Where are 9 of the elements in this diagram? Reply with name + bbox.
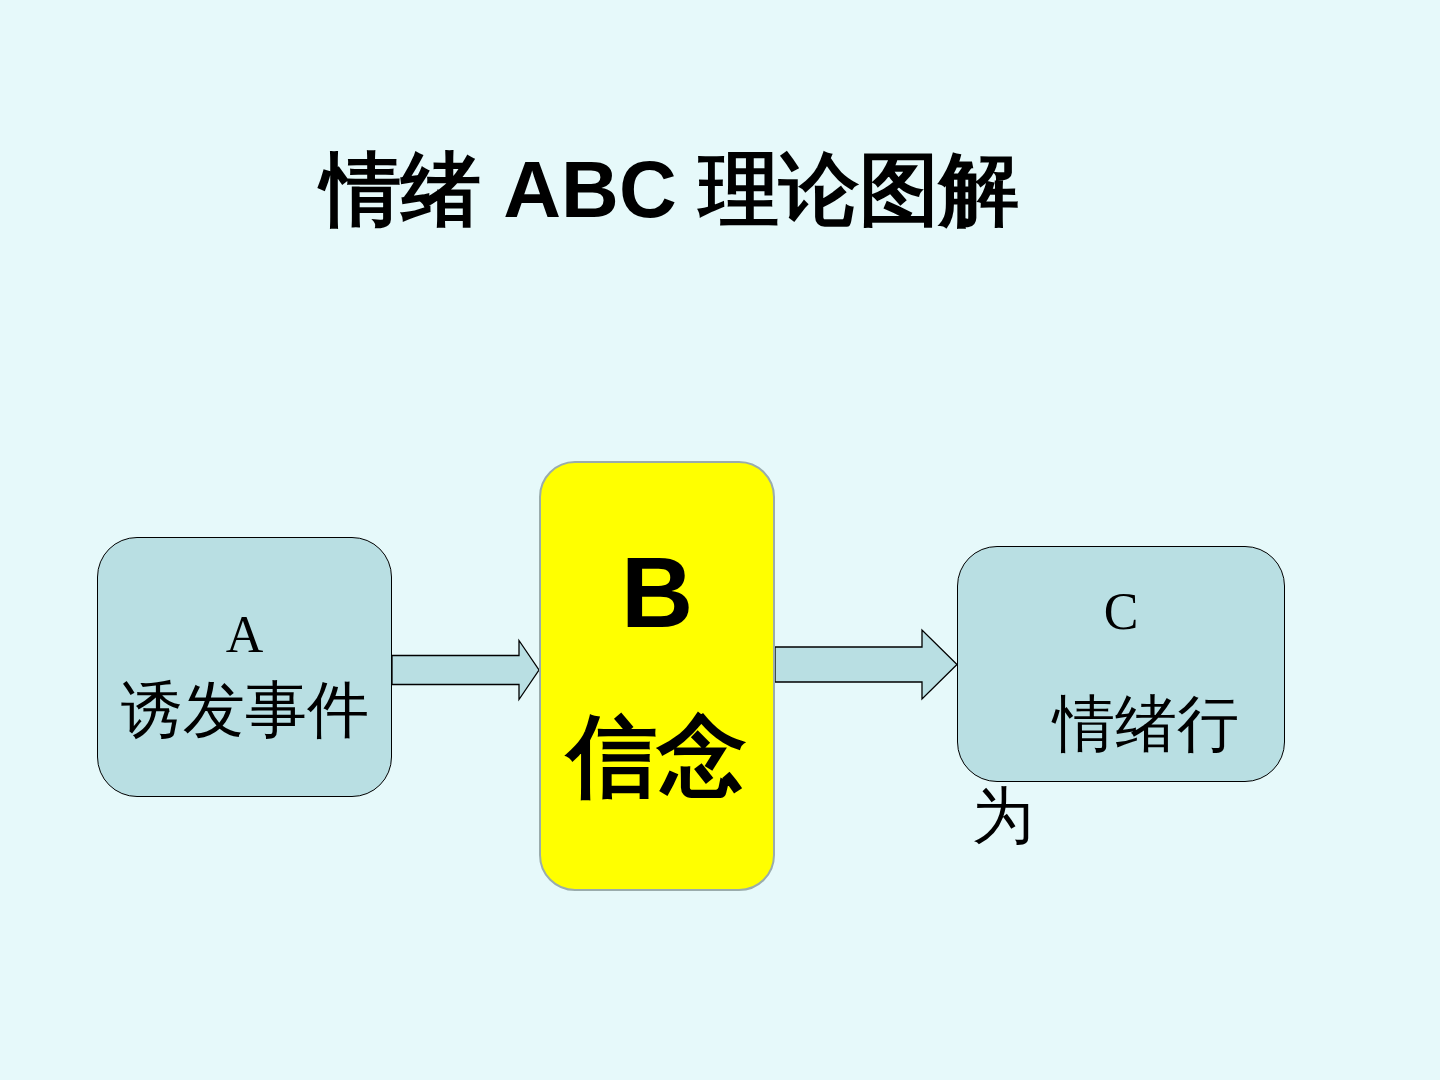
box-letter: C xyxy=(1103,583,1139,640)
box-letter: B xyxy=(620,537,694,647)
box-label: 情绪行为 xyxy=(971,688,1240,852)
box-label: 诱发事件 xyxy=(120,674,369,745)
block-arrow xyxy=(774,628,958,701)
rounded-box xyxy=(97,537,392,797)
box-letter: A xyxy=(225,606,264,663)
block-arrow xyxy=(391,638,540,702)
rounded-box xyxy=(539,461,775,891)
